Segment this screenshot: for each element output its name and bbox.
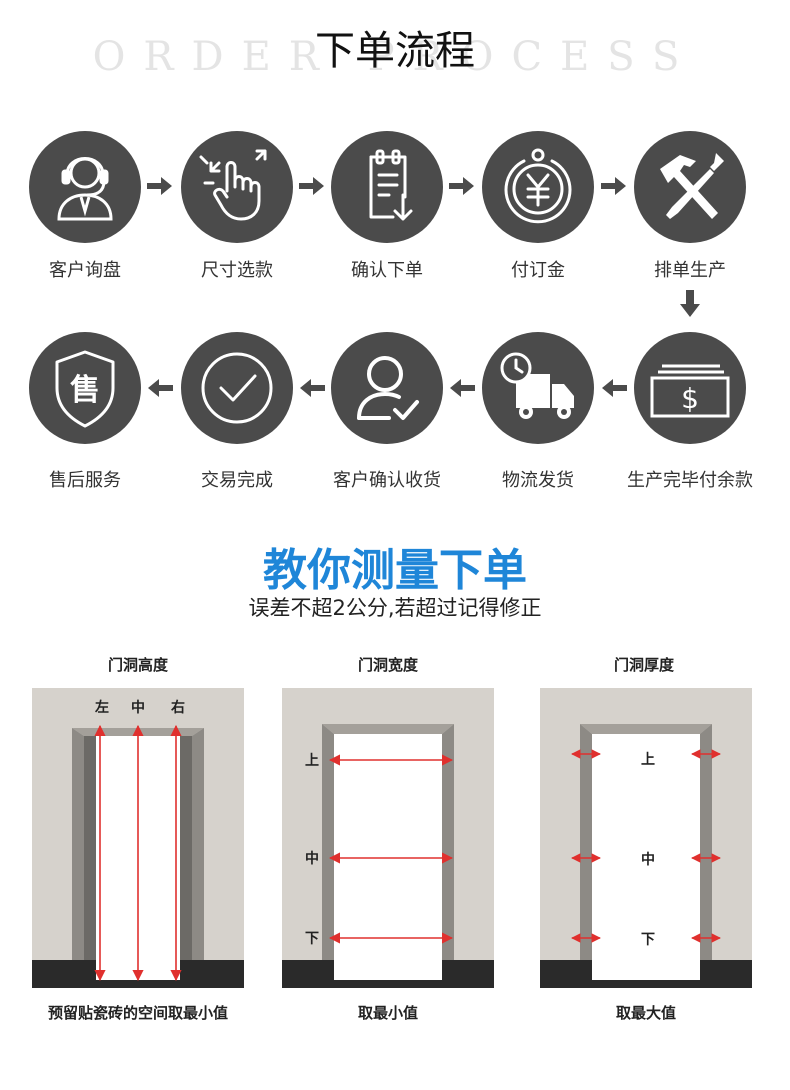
step-label: 物流发货 bbox=[502, 470, 574, 491]
door-thickness-diagram: 上 中 下 bbox=[540, 688, 752, 988]
step-circle-final-payment: $ bbox=[634, 332, 746, 444]
step-circle-production bbox=[634, 131, 746, 243]
svg-text:$: $ bbox=[681, 382, 699, 415]
step-circle-customer-inquiry bbox=[29, 131, 141, 243]
step-label: 客户询盘 bbox=[49, 260, 121, 281]
delivery-truck-icon bbox=[500, 352, 574, 419]
dollar-bill-icon: $ bbox=[650, 364, 730, 418]
step-label: 排单生产 bbox=[654, 260, 726, 281]
step-circle-confirm-receipt bbox=[331, 332, 443, 444]
step-label: 交易完成 bbox=[201, 470, 273, 491]
arrow-left-icon bbox=[300, 379, 325, 397]
step-circle-shipping bbox=[482, 332, 594, 444]
door-width-diagram: 上 中 下 bbox=[282, 688, 494, 988]
diagram-title-width: 门洞宽度 bbox=[357, 656, 418, 674]
user-check-icon bbox=[357, 356, 419, 420]
step-circle-deposit bbox=[482, 131, 594, 243]
mark-middle: 中 bbox=[131, 699, 145, 716]
svg-text:售: 售 bbox=[70, 373, 100, 408]
mark-bottom: 下 bbox=[305, 931, 319, 947]
step-label: 生产完毕付余款 bbox=[627, 470, 753, 491]
clipboard-download-icon bbox=[369, 149, 413, 221]
step-label: 确认下单 bbox=[351, 260, 423, 281]
diagram-title-height: 门洞高度 bbox=[107, 656, 168, 674]
step-circle-confirm-order bbox=[331, 131, 443, 243]
arrow-right-icon bbox=[601, 177, 626, 195]
mark-middle: 中 bbox=[641, 851, 655, 868]
mark-left: 左 bbox=[94, 699, 109, 716]
title-english: ORDER PROCESS bbox=[92, 34, 698, 80]
customer-service-icon bbox=[57, 157, 113, 221]
diagram-caption-width: 取最小值 bbox=[357, 1004, 418, 1022]
step-label: 客户确认收货 bbox=[333, 470, 441, 491]
step-circle-after-sale: 售 bbox=[29, 332, 141, 444]
arrow-right-icon bbox=[449, 177, 474, 195]
step-label: 付订金 bbox=[511, 260, 565, 281]
arrow-left-icon bbox=[602, 379, 627, 397]
diagram-title-thickness: 门洞厚度 bbox=[613, 656, 674, 674]
step-label: 尺寸选款 bbox=[201, 260, 273, 281]
step-circle-size-select bbox=[181, 131, 293, 243]
step-circle-deal-complete bbox=[181, 332, 293, 444]
check-circle-icon bbox=[201, 352, 273, 424]
measure-subtitle: 误差不超2公分,若超过记得修正 bbox=[248, 596, 542, 620]
arrow-right-icon bbox=[299, 177, 324, 195]
mark-top: 上 bbox=[641, 752, 655, 768]
measure-title: 教你测量下单 bbox=[263, 545, 527, 596]
mark-right: 右 bbox=[170, 699, 185, 716]
hammer-screwdriver-icon bbox=[660, 153, 724, 219]
touch-select-icon bbox=[199, 149, 267, 221]
mark-middle: 中 bbox=[305, 850, 319, 867]
step-label: 售后服务 bbox=[49, 470, 121, 491]
diagram-caption-height: 预留贴瓷砖的空间取最小值 bbox=[47, 1004, 228, 1022]
diagram-caption-thickness: 取最大值 bbox=[615, 1004, 676, 1022]
door-height-diagram: 左 中 右 bbox=[32, 688, 244, 988]
arrow-left-icon bbox=[148, 379, 173, 397]
arrow-left-icon bbox=[450, 379, 475, 397]
mark-top: 上 bbox=[305, 753, 319, 769]
after-sale-shield-icon: 售 bbox=[55, 350, 115, 428]
arrow-right-icon bbox=[147, 177, 172, 195]
yuan-coin-icon bbox=[504, 148, 572, 224]
mark-bottom: 下 bbox=[641, 932, 655, 948]
arrow-down-icon bbox=[680, 290, 700, 317]
page-title: 下单流程 bbox=[315, 28, 475, 74]
